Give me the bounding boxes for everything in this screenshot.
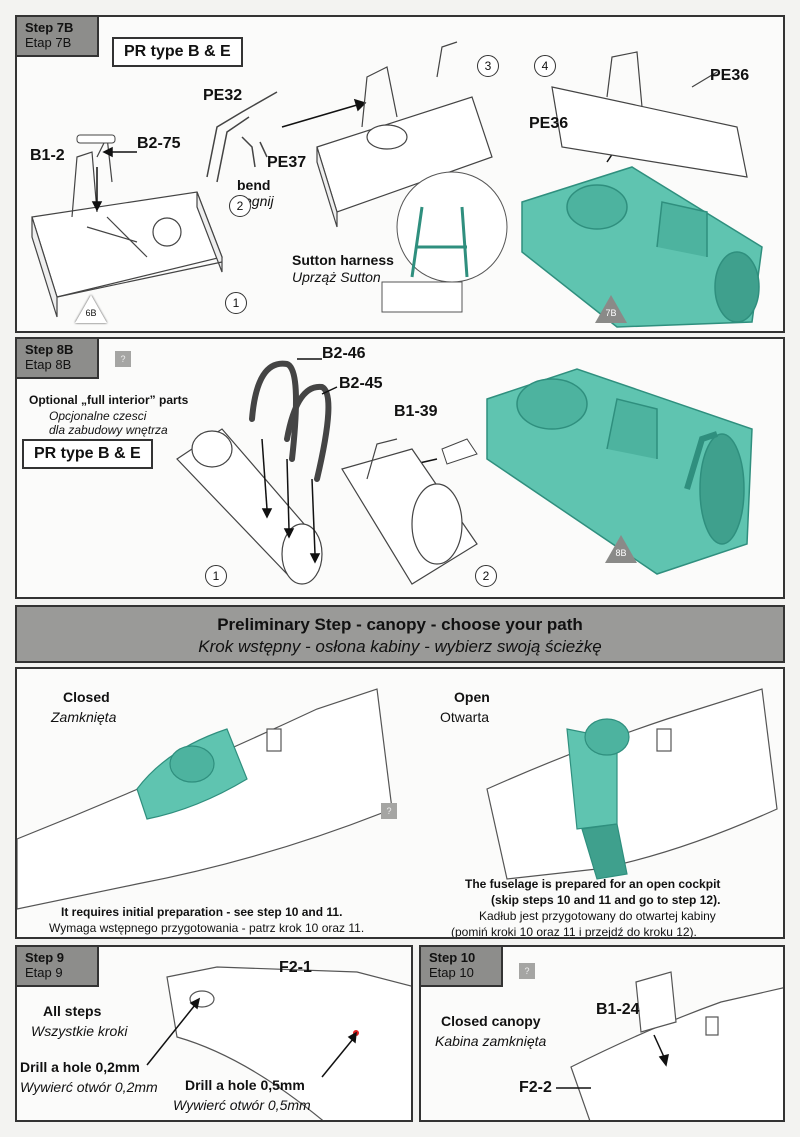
qr-placeholder-icon-10: ? bbox=[519, 963, 535, 979]
step-9-header: Step 9 Etap 9 bbox=[17, 947, 99, 987]
part-label-f2-1: F2-1 bbox=[279, 959, 312, 976]
drill-05-label-pl: Wywierć otwór 0,5mm bbox=[173, 1097, 311, 1113]
open-fuselage bbox=[486, 688, 778, 880]
preliminary-step-banner: Preliminary Step - canopy - choose your … bbox=[15, 605, 785, 663]
preliminary-title: Preliminary Step - canopy - choose your … bbox=[217, 615, 583, 634]
closed-label-pl: Zamknięta bbox=[51, 709, 117, 725]
optional-label-pl-1: Opcjonalne czesci bbox=[49, 409, 147, 423]
step-10-header: Step 10 Etap 10 bbox=[421, 947, 503, 987]
step-8b-drawing bbox=[176, 358, 753, 585]
etap-9-label: Etap 9 bbox=[25, 965, 63, 980]
cockpit-drawing-1 bbox=[31, 134, 223, 318]
closed-fuselage bbox=[17, 688, 393, 910]
part-label-f2-2: F2-2 bbox=[519, 1079, 552, 1096]
optional-label-pl-2: dla zabudowy wnętrza bbox=[49, 423, 168, 437]
closed-label: Closed bbox=[63, 689, 110, 705]
open-note-pl-1: Kadłub jest przygotowany do otwartej kab… bbox=[479, 909, 716, 923]
step-circle-2: 2 bbox=[229, 195, 251, 217]
drill-02-label-pl: Wywierć otwór 0,2mm bbox=[20, 1079, 158, 1095]
closed-note: It requires initial preparation - see st… bbox=[61, 905, 343, 919]
preliminary-title-pl: Krok wstępny - osłona kabiny - wybierz s… bbox=[198, 637, 602, 656]
etap-10-label: Etap 10 bbox=[429, 965, 474, 980]
closed-canopy-label: Closed canopy bbox=[441, 1013, 541, 1029]
step-9-panel: Step 9 Etap 9 F2-1 All steps Wszystkie k… bbox=[15, 945, 413, 1122]
harness-label-pl: Uprząż Sutton bbox=[292, 269, 381, 285]
fuselage-step-10 bbox=[570, 971, 783, 1120]
part-label-b1-2: B1-2 bbox=[30, 147, 65, 164]
cockpit-drawing-8b-2 bbox=[341, 438, 478, 585]
qr-placeholder-icon: ? bbox=[115, 351, 131, 367]
open-label-pl: Otwarta bbox=[440, 709, 490, 725]
part-label-b2-45: B2-45 bbox=[339, 375, 383, 392]
pe-parts bbox=[206, 91, 278, 183]
open-note-pl-2: (pomiń kroki 10 oraz 11 i przejdź do kro… bbox=[451, 925, 697, 939]
step-8b-circle-1: 1 bbox=[205, 565, 227, 587]
canopy-choice-drawing bbox=[17, 688, 778, 910]
frame-parts-b2-46-b2-45 bbox=[249, 360, 332, 482]
harness-label: Sutton harness bbox=[292, 252, 394, 268]
etap-8b-label: Etap 8B bbox=[25, 357, 72, 372]
sutton-harness-seat bbox=[381, 171, 508, 313]
step-10-drawing bbox=[556, 971, 783, 1120]
bend-label: bend bbox=[237, 177, 271, 193]
qr-placeholder-icon-canopy: ? bbox=[381, 803, 397, 819]
teal-cockpit-8b bbox=[486, 368, 753, 575]
part-label-pe32: PE32 bbox=[203, 87, 243, 104]
cockpit-drawing-8b-1 bbox=[176, 428, 323, 585]
ref-triangle-6b: 6B bbox=[75, 295, 107, 323]
step-9-drawing bbox=[146, 966, 411, 1120]
step-10-label: Step 10 bbox=[429, 950, 476, 965]
part-label-pe36-left: PE36 bbox=[529, 115, 569, 132]
ref-triangle-7b: 7B bbox=[595, 295, 627, 323]
step-7b-label: Step 7B bbox=[25, 20, 74, 35]
drill-05-label: Drill a hole 0,5mm bbox=[185, 1077, 305, 1093]
etap-7b-label: Etap 7B bbox=[25, 35, 72, 50]
step-circle-1: 1 bbox=[225, 292, 247, 314]
all-steps-label-pl: Wszystkie kroki bbox=[31, 1023, 128, 1039]
drill-02-label: Drill a hole 0,2mm bbox=[20, 1059, 140, 1075]
open-note-1: The fuselage is prepared for an open coc… bbox=[465, 877, 721, 891]
step-7b-header: Step 7B Etap 7B bbox=[17, 17, 99, 57]
arrows-9 bbox=[146, 997, 357, 1078]
step-7b-panel: Step 7B Etap 7B PR type B & E bbox=[15, 15, 785, 333]
part-label-pe36-right: PE36 bbox=[710, 67, 750, 84]
step-8b-header: Step 8B Etap 8B bbox=[17, 339, 99, 379]
step-9-label: Step 9 bbox=[25, 950, 65, 965]
pr-type-box-7b: PR type B & E bbox=[112, 37, 243, 67]
pr-type-box-8b: PR type B & E bbox=[22, 439, 153, 469]
step-7b-drawing bbox=[31, 41, 763, 328]
part-label-pe37: PE37 bbox=[267, 154, 307, 171]
optional-label: Optional „full interior” parts bbox=[29, 393, 189, 407]
canopy-choice-panel: Closed Zamknięta Open Otwarta ? It requi… bbox=[15, 667, 785, 939]
step-8b-circle-2: 2 bbox=[475, 565, 497, 587]
part-label-b2-75: B2-75 bbox=[137, 135, 181, 152]
part-label-b2-46: B2-46 bbox=[322, 345, 366, 362]
cockpit-drawing-4 bbox=[551, 51, 748, 178]
all-steps-label: All steps bbox=[43, 1003, 102, 1019]
closed-canopy-label-pl: Kabina zamknięta bbox=[435, 1033, 547, 1049]
step-8b-panel: Step 8B Etap 8B ? Optional „full interio… bbox=[15, 337, 785, 599]
part-b1-39 bbox=[441, 438, 478, 465]
open-note-2: (skip steps 10 and 11 and go to step 12)… bbox=[491, 893, 721, 907]
step-circle-3: 3 bbox=[477, 55, 499, 77]
step-8b-label: Step 8B bbox=[25, 342, 74, 357]
cockpit-drawing-3 bbox=[316, 41, 493, 228]
part-label-b1-39: B1-39 bbox=[394, 403, 438, 420]
step-10-panel: Step 10 Etap 10 ? Closed canopy Kabina z… bbox=[419, 945, 785, 1122]
part-label-b1-24: B1-24 bbox=[596, 1001, 640, 1018]
closed-note-pl: Wymaga wstępnego przygotowania - patrz k… bbox=[49, 921, 365, 935]
part-b2-75 bbox=[76, 134, 116, 144]
arrows-10 bbox=[556, 1034, 669, 1089]
ref-triangle-8b: 8B bbox=[605, 535, 637, 563]
step-circle-4: 4 bbox=[534, 55, 556, 77]
open-label: Open bbox=[454, 689, 490, 705]
teal-cockpit-7b bbox=[521, 166, 763, 328]
